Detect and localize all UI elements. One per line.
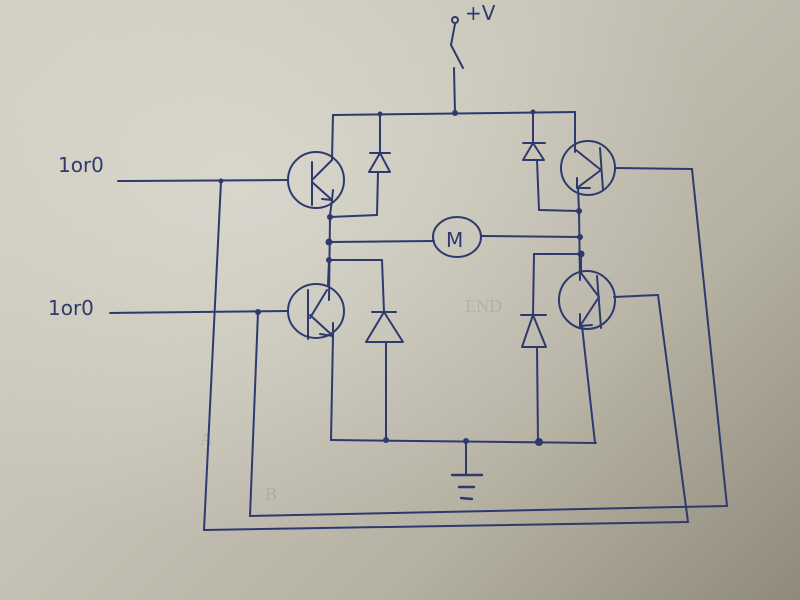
transistor-top-left [287,114,345,216]
ghost-text-b: B [265,484,277,504]
input-top-wiring [117,178,689,531]
transistor-bottom-right [558,253,616,444]
switch-blade [450,23,456,46]
supply-terminal [451,16,459,24]
motor: M [328,216,581,258]
input-label-top: 1or0 [58,153,104,177]
input-bottom-wiring [109,167,728,517]
motor-label: M [446,228,463,252]
switch-lead [453,67,456,114]
junction [452,110,458,116]
diode-bottom-right [520,253,582,443]
ghost-text-end: END [465,296,502,316]
junction [383,437,389,443]
supply-switch [450,16,464,114]
ghost-text-a: A [200,429,213,449]
switch-blade [450,44,464,69]
diode-top-left [329,113,391,218]
supply-label: +V [465,1,496,25]
ground-symbol [450,440,484,501]
diode-top-right [522,111,580,212]
transistor-bottom-left [287,259,345,441]
diode-bottom-left [328,259,404,441]
junction [535,438,543,446]
transistor-top-right [560,111,616,212]
input-label-bottom: 1or0 [48,296,94,320]
right-midline [578,210,581,281]
